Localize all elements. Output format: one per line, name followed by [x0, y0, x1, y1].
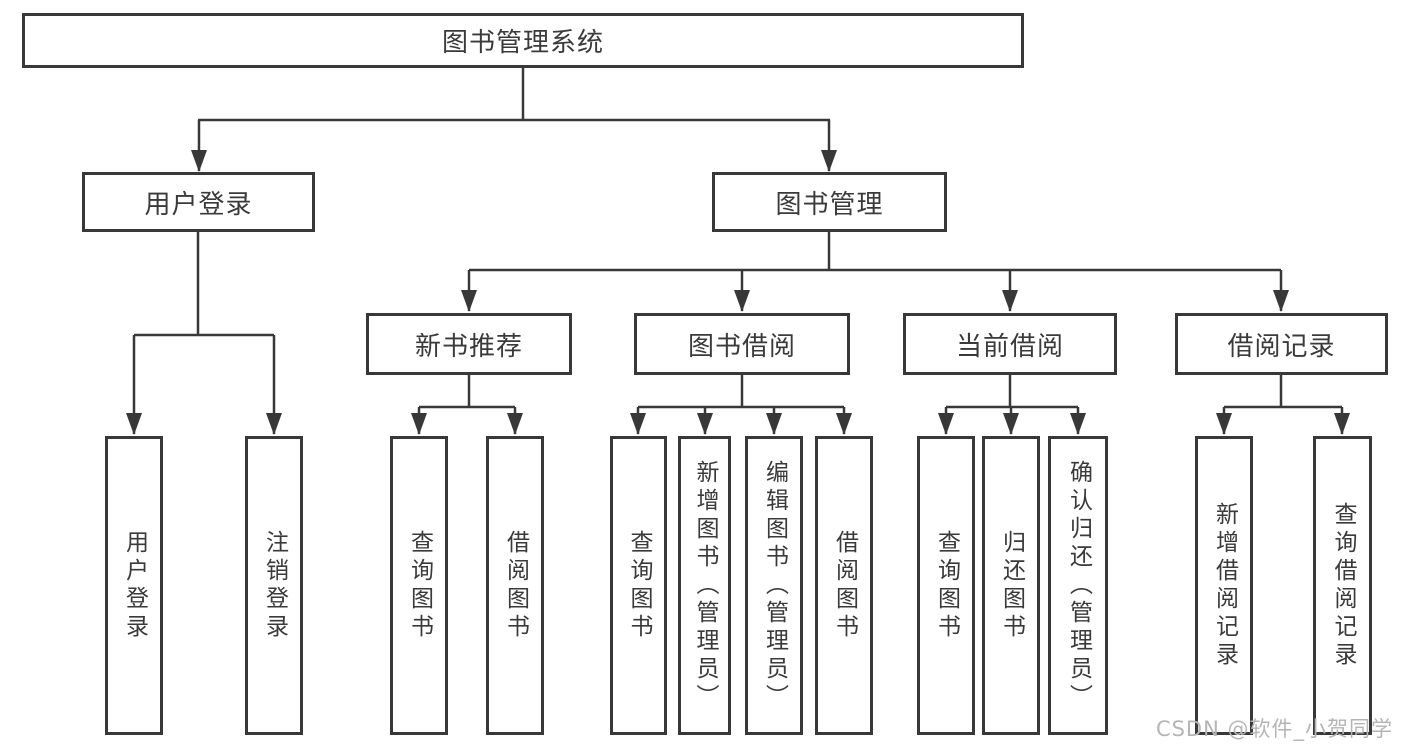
node-borrow-records: 借阅记录 — [1175, 313, 1388, 375]
node-edit-books-admin-label: 编辑图书（管理员） — [761, 459, 788, 712]
node-borrow-query-books: 查询图书 — [610, 436, 667, 735]
node-user-login: 用户登录 — [82, 172, 315, 232]
node-confirm-return-admin-label: 确认归还（管理员） — [1065, 459, 1092, 712]
node-system: 图书管理系统 — [22, 13, 1024, 68]
csdn-watermark: CSDN @软件_小贺同学 — [1155, 717, 1393, 741]
connector-borrow-children — [630, 375, 852, 435]
connector-root-to-level2 — [191, 68, 837, 172]
node-return-books: 归还图书 — [982, 436, 1040, 735]
node-user-login-leaf-label: 用户登录 — [121, 529, 148, 642]
connector-current-children — [938, 375, 1086, 435]
node-add-borrow-record-label: 新增借阅记录 — [1211, 501, 1238, 670]
connector-records-children — [1216, 375, 1350, 435]
node-recommend-query-books-label: 查询图书 — [406, 529, 433, 642]
node-return-books-label: 归还图书 — [998, 529, 1025, 642]
node-logout-label: 注销登录 — [261, 529, 288, 642]
node-recommend-query-books: 查询图书 — [390, 436, 448, 735]
connector-recommend-children — [411, 375, 523, 435]
node-add-books-admin: 新增图书（管理员） — [678, 436, 731, 735]
node-add-books-admin-label: 新增图书（管理员） — [692, 459, 718, 712]
node-borrow-borrow-books: 借阅图书 — [815, 436, 873, 735]
node-book-borrow: 图书借阅 — [634, 313, 850, 375]
node-confirm-return-admin: 确认归还（管理员） — [1048, 436, 1108, 735]
node-current-query-books-label: 查询图书 — [933, 529, 960, 642]
node-system-label: 图书管理系统 — [441, 28, 604, 58]
node-add-borrow-record: 新增借阅记录 — [1195, 436, 1253, 735]
node-user-login-label: 用户登录 — [144, 189, 253, 220]
node-borrow-borrow-books-label: 借阅图书 — [831, 529, 858, 642]
node-new-book-recommend-label: 新书推荐 — [414, 331, 523, 362]
node-new-book-recommend: 新书推荐 — [366, 313, 572, 375]
connector-user-login-children — [126, 232, 282, 435]
node-user-login-leaf: 用户登录 — [105, 436, 163, 735]
node-borrow-records-label: 借阅记录 — [1227, 331, 1336, 362]
node-book-management: 图书管理 — [712, 172, 947, 232]
node-current-borrow-label: 当前借阅 — [955, 331, 1064, 362]
node-query-borrow-record-label: 查询借阅记录 — [1330, 501, 1356, 670]
connector-book-management-children — [461, 232, 1289, 312]
node-logout: 注销登录 — [245, 436, 303, 735]
node-edit-books-admin: 编辑图书（管理员） — [745, 436, 803, 735]
node-query-borrow-record: 查询借阅记录 — [1313, 436, 1372, 735]
node-recommend-borrow-books: 借阅图书 — [486, 436, 544, 735]
node-book-management-label: 图书管理 — [775, 189, 884, 220]
node-current-query-books: 查询图书 — [917, 436, 975, 735]
node-current-borrow: 当前借阅 — [903, 313, 1117, 375]
node-borrow-query-books-label: 查询图书 — [626, 529, 652, 642]
node-book-borrow-label: 图书借阅 — [687, 331, 796, 362]
node-recommend-borrow-books-label: 借阅图书 — [502, 529, 529, 642]
